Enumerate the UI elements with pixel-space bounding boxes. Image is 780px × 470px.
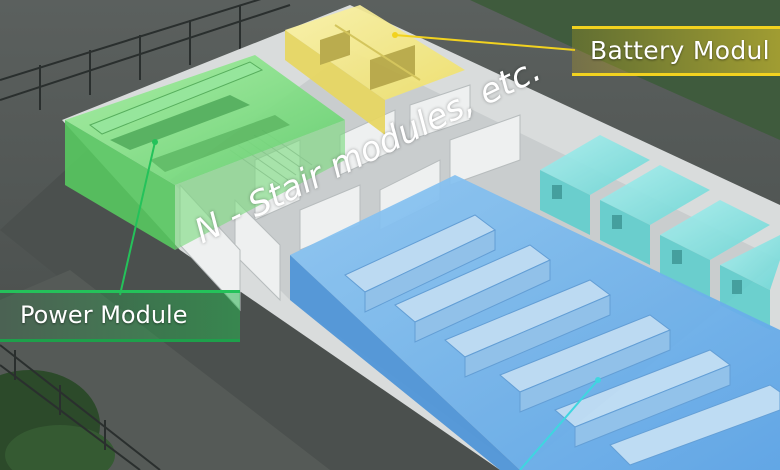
power-leader-dot [152, 139, 158, 145]
it-leader-line [519, 379, 599, 470]
power-module-label: Power Module [0, 290, 240, 342]
fence-bottom [0, 344, 161, 470]
power-module-label-text: Power Module [20, 301, 188, 329]
battery-leader-dot [392, 32, 398, 38]
battery-module [285, 5, 465, 135]
power-leader-line [119, 141, 156, 296]
it-module [290, 175, 780, 470]
fence-top [0, 0, 291, 110]
corridor-walls [179, 84, 521, 312]
battery-module-label: Battery Modul [572, 26, 780, 76]
tree [5, 425, 115, 470]
cooling-modules [540, 135, 780, 330]
battery-module-label-text: Battery Modul [590, 36, 770, 65]
power-module [65, 55, 345, 250]
server-rack-rows [344, 214, 780, 466]
it-leader-dot [595, 377, 601, 383]
battery-leader-line [394, 34, 576, 51]
